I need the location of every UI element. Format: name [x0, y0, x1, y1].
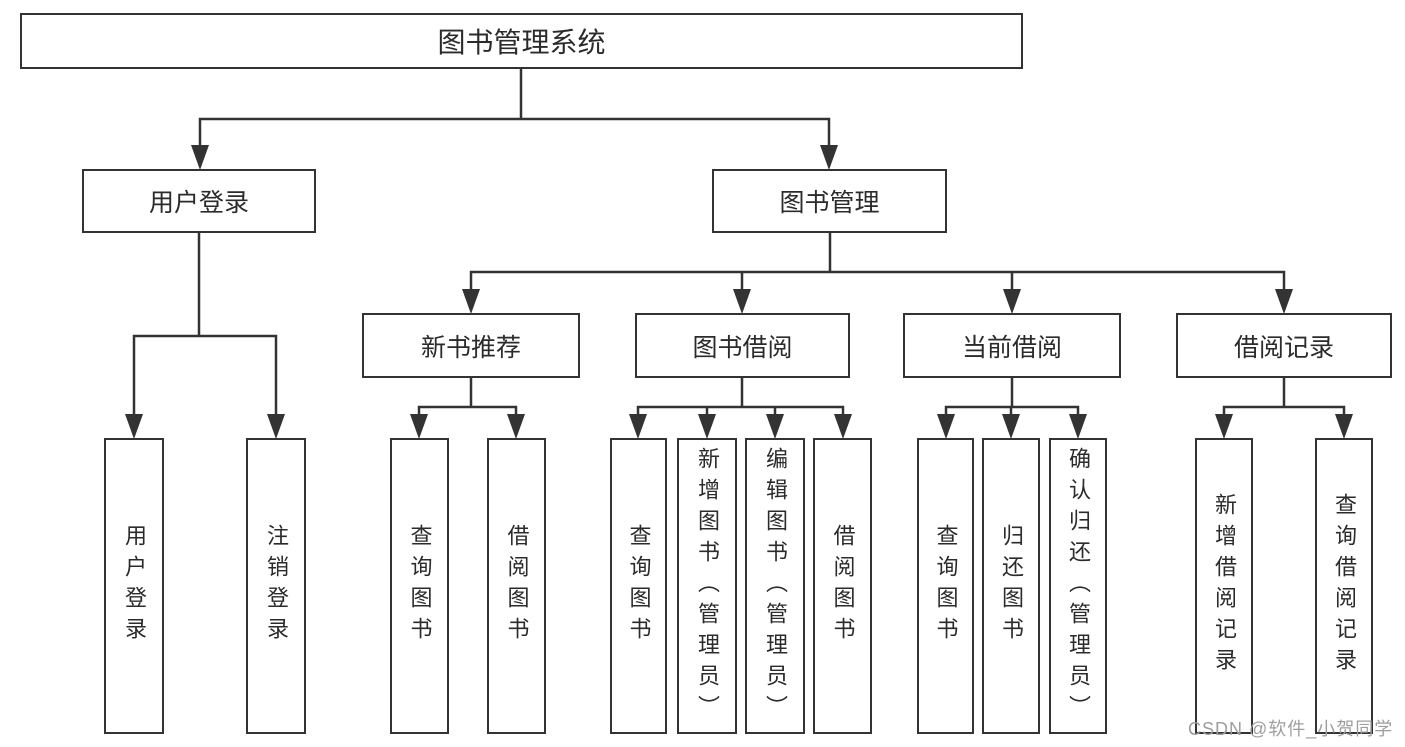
leaf-add-book-admin-label: 新增图书（管理员） — [695, 446, 720, 726]
leaf-confirm-return-admin-label: 确认归还（管理员） — [1066, 446, 1091, 726]
node-new-book-recommend: 新书推荐 — [362, 313, 580, 378]
arrowhead — [698, 414, 716, 439]
arrowhead — [125, 414, 143, 439]
node-book-management-label: 图书管理 — [779, 189, 880, 217]
watermark: CSDN @软件_小贺同学 — [1188, 719, 1394, 739]
arrowhead — [1335, 414, 1353, 439]
node-current-borrow-label: 当前借阅 — [961, 333, 1062, 362]
arrowhead — [191, 145, 209, 170]
node-root-label: 图书管理系统 — [437, 27, 606, 58]
arrowhead — [820, 145, 838, 170]
leaf-recommend-query-book-label: 查询图书 — [407, 524, 433, 648]
node-book-borrow-label: 图书借阅 — [692, 333, 793, 362]
arrowhead — [937, 414, 955, 439]
arrowhead — [766, 414, 784, 439]
arrowhead — [834, 414, 852, 439]
leaf-add-borrow-record-label: 新增借阅记录 — [1212, 493, 1237, 679]
leaf-user-login: 用户登录 — [104, 438, 164, 734]
leaf-current-query-book: 查询图书 — [917, 438, 974, 734]
leaf-borrow-borrow-book-label: 借阅图书 — [830, 524, 856, 648]
node-borrow-record: 借阅记录 — [1176, 313, 1392, 378]
connector-root-to-level2 — [191, 69, 838, 170]
connector-new-book-recommend-to-leaves — [410, 378, 525, 439]
leaf-recommend-borrow-book: 借阅图书 — [487, 438, 546, 734]
arrowhead — [733, 289, 751, 314]
arrowhead — [267, 414, 285, 439]
node-user-login: 用户登录 — [82, 169, 316, 233]
node-new-book-recommend-label: 新书推荐 — [420, 333, 521, 362]
connector-borrow-record-to-leaves — [1215, 378, 1353, 439]
arrowhead — [507, 414, 525, 439]
leaf-logout-login: 注销登录 — [246, 438, 306, 734]
leaf-return-book-label: 归还图书 — [999, 524, 1024, 648]
leaf-user-login-label: 用户登录 — [122, 524, 147, 648]
leaf-logout-login-label: 注销登录 — [264, 524, 289, 648]
connector-book-management-to-level3 — [462, 233, 1293, 314]
connector-current-borrow-to-leaves — [937, 378, 1087, 439]
leaf-recommend-borrow-book-label: 借阅图书 — [504, 524, 530, 648]
leaf-add-borrow-record: 新增借阅记录 — [1195, 438, 1253, 734]
arrowhead — [1003, 289, 1021, 314]
leaf-edit-book-admin-label: 编辑图书（管理员） — [763, 446, 788, 726]
arrowhead — [1002, 414, 1020, 439]
leaf-edit-book-admin: 编辑图书（管理员） — [745, 438, 805, 734]
connector-book-borrow-to-leaves — [629, 378, 852, 439]
leaf-query-borrow-record: 查询借阅记录 — [1315, 438, 1373, 734]
leaf-confirm-return-admin: 确认归还（管理员） — [1049, 438, 1107, 734]
node-book-borrow: 图书借阅 — [635, 313, 850, 378]
node-borrow-record-label: 借阅记录 — [1233, 333, 1334, 362]
node-book-management: 图书管理 — [712, 169, 947, 233]
leaf-borrow-borrow-book: 借阅图书 — [813, 438, 872, 734]
arrowhead — [1215, 414, 1233, 439]
leaf-borrow-query-book-label: 查询图书 — [626, 524, 652, 648]
leaf-query-borrow-record-label: 查询借阅记录 — [1332, 493, 1357, 679]
leaf-borrow-query-book: 查询图书 — [610, 438, 667, 734]
arrowhead — [462, 289, 480, 314]
node-user-login-label: 用户登录 — [148, 189, 249, 217]
arrowhead — [410, 414, 428, 439]
arrowhead — [1069, 414, 1087, 439]
leaf-add-book-admin: 新增图书（管理员） — [677, 438, 737, 734]
arrowhead — [1275, 289, 1293, 314]
node-root: 图书管理系统 — [20, 13, 1023, 69]
arrowhead — [629, 414, 647, 439]
connector-user-login-to-leaves — [125, 233, 285, 439]
leaf-current-query-book-label: 查询图书 — [933, 524, 959, 648]
leaf-recommend-query-book: 查询图书 — [390, 438, 449, 734]
leaf-return-book: 归还图书 — [982, 438, 1040, 734]
node-current-borrow: 当前借阅 — [903, 313, 1121, 378]
